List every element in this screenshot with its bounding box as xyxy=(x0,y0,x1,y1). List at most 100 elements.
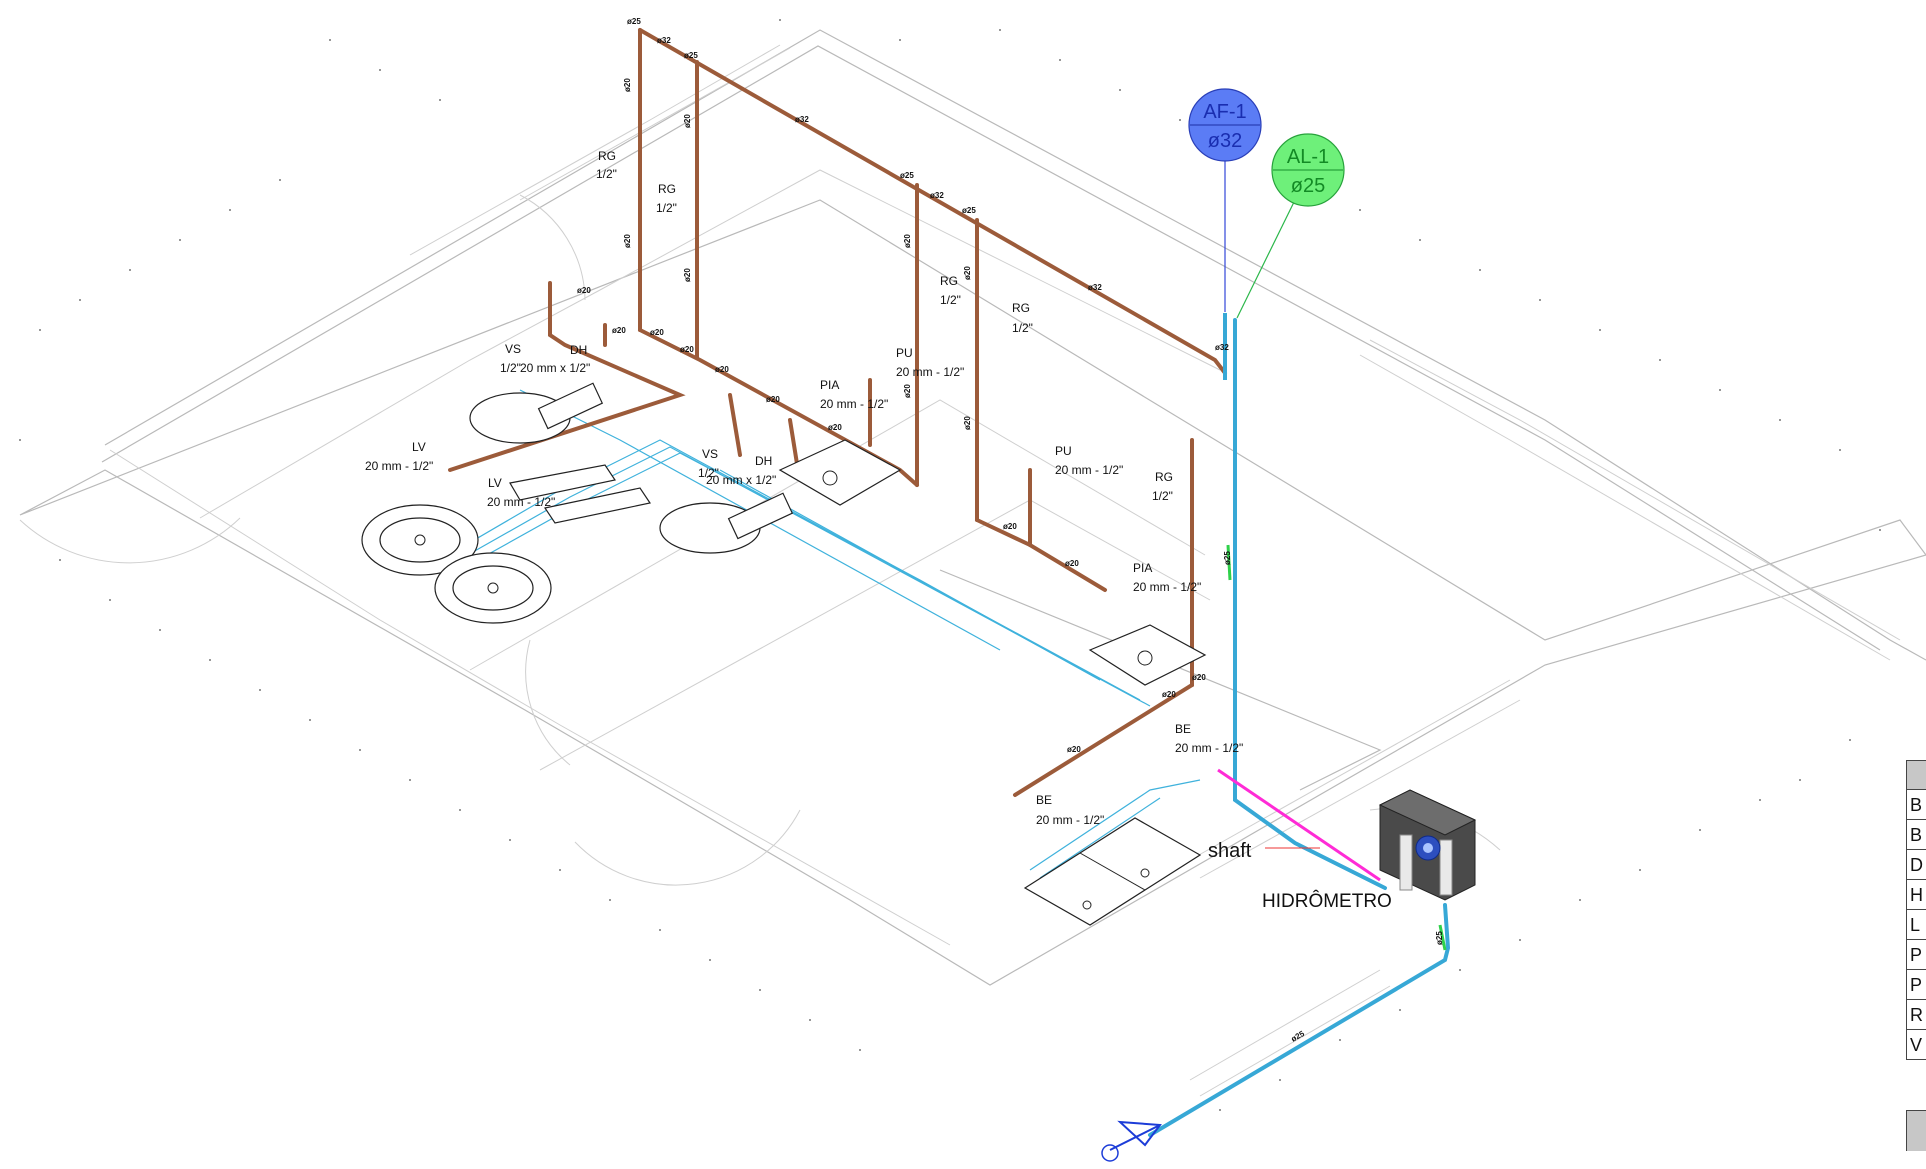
dim-tag: ø25 xyxy=(627,17,641,26)
dim-tag: ø25 xyxy=(962,206,976,215)
dim-tag: ø20 xyxy=(828,423,842,432)
pu-label-a: PU xyxy=(896,346,913,360)
lv-label-b: LV xyxy=(488,476,502,490)
pu-size-b: 20 mm - 1/2" xyxy=(1055,463,1123,477)
dim-tag: ø25 xyxy=(1223,551,1232,565)
legend-row: B xyxy=(1906,790,1926,820)
lv-label-a: LV xyxy=(412,440,426,454)
pu-label-b: PU xyxy=(1055,444,1072,458)
dim-tag: ø25 xyxy=(900,171,914,180)
af-riser-diameter: ø32 xyxy=(1208,130,1242,152)
legend-row: D xyxy=(1906,850,1926,880)
legend-row: H xyxy=(1906,880,1926,910)
pia-size-b: 20 mm - 1/2" xyxy=(1133,580,1201,594)
dim-tag: ø32 xyxy=(1088,283,1102,292)
dim-tag: ø20 xyxy=(1162,690,1176,699)
dim-tag: ø20 xyxy=(903,384,912,398)
dim-tag: ø32 xyxy=(1215,343,1229,352)
rg-size-d: 1/2" xyxy=(1012,321,1033,335)
dim-tag: ø20 xyxy=(963,266,972,280)
sink-a xyxy=(778,439,902,506)
lv-size-b: 20 mm - 1/2" xyxy=(487,495,555,509)
legend-row: P xyxy=(1906,940,1926,970)
al-riser-diameter: ø25 xyxy=(1291,175,1325,197)
dim-tag: ø32 xyxy=(795,115,809,124)
rg-label-d: RG xyxy=(1012,301,1030,315)
pu-size-a: 20 mm - 1/2" xyxy=(896,365,964,379)
lavatory-b xyxy=(434,552,552,624)
dim-tag: ø25 xyxy=(1435,931,1444,945)
dim-tag: ø25 xyxy=(684,51,698,60)
rg-label-c: RG xyxy=(940,274,958,288)
dim-tag: ø20 xyxy=(766,395,780,404)
pia-label-a: PIA xyxy=(820,378,839,392)
be-size-a: 20 mm - 1/2" xyxy=(1175,741,1243,755)
legend-table: B B D H L P P R V xyxy=(1906,760,1926,1090)
dim-tag: ø20 xyxy=(1067,745,1081,754)
legend-row: R xyxy=(1906,1000,1926,1030)
urinal-tray-a xyxy=(509,464,651,524)
dh-label-b: DH xyxy=(755,454,772,468)
lv-size-a: 20 mm - 1/2" xyxy=(365,459,433,473)
dim-tag: ø20 xyxy=(1192,673,1206,682)
shaft-label: shaft xyxy=(1208,840,1252,862)
building-walls xyxy=(19,29,1926,1097)
dim-tag: ø20 xyxy=(680,345,694,354)
dh-label-a: DH xyxy=(570,343,587,357)
legend-row: L xyxy=(1906,910,1926,940)
rg-label-a: RG xyxy=(598,149,616,163)
al-riser-name: AL-1 xyxy=(1287,146,1329,168)
legend-row: P xyxy=(1906,970,1926,1000)
dim-tag: ø20 xyxy=(650,328,664,337)
dim-tag: ø20 xyxy=(612,326,626,335)
be-label-a: BE xyxy=(1175,722,1191,736)
background-dots xyxy=(19,19,1881,1111)
vs-size-b: 1/2" xyxy=(698,466,719,480)
dim-tag: ø20 xyxy=(1065,559,1079,568)
dim-tag: ø20 xyxy=(1003,522,1017,531)
toilet-b xyxy=(659,492,794,554)
dim-tag: ø20 xyxy=(683,268,692,282)
drinking-fountain xyxy=(1023,817,1202,926)
vs-label-a: VS xyxy=(505,342,521,356)
af-riser-name: AF-1 xyxy=(1203,101,1246,123)
rg-size-b: 1/2" xyxy=(656,201,677,215)
legend-table-2-header xyxy=(1906,1110,1926,1151)
copper-pipes xyxy=(448,28,1227,797)
riser-callouts: AF-1 ø32 AL-1 ø25 xyxy=(1188,88,1345,319)
sink-b xyxy=(1088,624,1207,686)
dim-tag: ø20 xyxy=(903,234,912,248)
rg-size-e: 1/2" xyxy=(1152,489,1173,503)
dh-size-a: 20 mm x 1/2" xyxy=(520,361,590,375)
dim-tag: ø20 xyxy=(623,234,632,248)
rg-size-a: 1/2" xyxy=(596,167,617,181)
lavatory-a xyxy=(361,504,479,576)
af-riser-bubble: AF-1 ø32 xyxy=(1188,88,1262,162)
be-size-b: 20 mm - 1/2" xyxy=(1036,813,1104,827)
rg-label-b: RG xyxy=(658,182,676,196)
dim-tag: ø20 xyxy=(963,416,972,430)
toilet-a xyxy=(469,382,604,444)
hidrometro-label: HIDRÔMETRO xyxy=(1262,890,1392,912)
dim-tag: ø20 xyxy=(683,114,692,128)
dim-tag: ø20 xyxy=(623,78,632,92)
pia-label-b: PIA xyxy=(1133,561,1152,575)
legend-row: V xyxy=(1906,1030,1926,1060)
fixture-labels: RG 1/2" RG 1/2" RG 1/2" RG 1/2" RG 1/2" … xyxy=(365,149,1392,912)
rg-label-e: RG xyxy=(1155,470,1173,484)
north-arrow-icon xyxy=(1101,1120,1162,1162)
pia-size-a: 20 mm - 1/2" xyxy=(820,397,888,411)
vs-label-b: VS xyxy=(702,447,718,461)
legend-header xyxy=(1906,760,1926,790)
legend-row: B xyxy=(1906,820,1926,850)
diameter-tags: ø25 ø32 ø25 ø32 ø25 ø32 ø32 ø25 ø32 ø20 … xyxy=(577,17,1444,1044)
dim-tag: ø32 xyxy=(657,36,671,45)
dh-size-b: 20 mm x 1/2" xyxy=(706,473,776,487)
dim-tag: ø20 xyxy=(577,286,591,295)
vs-size-a: 1/2" xyxy=(500,361,521,375)
water-meter-box xyxy=(1378,789,1477,901)
fixtures xyxy=(361,382,1207,926)
al-riser-bubble: AL-1 ø25 xyxy=(1271,133,1345,207)
be-label-b: BE xyxy=(1036,793,1052,807)
